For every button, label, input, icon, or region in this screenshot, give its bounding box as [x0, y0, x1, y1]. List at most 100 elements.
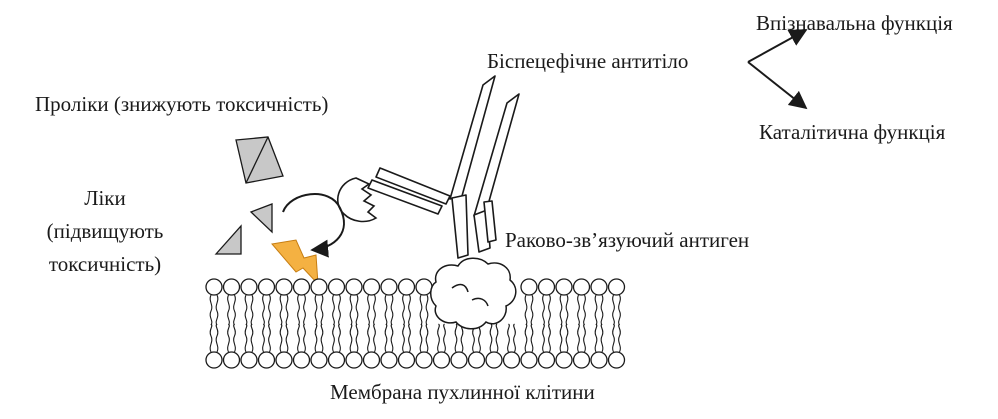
function-arrows — [748, 30, 806, 108]
lipid-head — [364, 279, 380, 295]
lipid-tail — [298, 295, 306, 325]
drug-triangle — [216, 226, 241, 254]
lipid-tail — [263, 295, 271, 325]
lipid-head — [206, 352, 222, 368]
lipid-tail — [350, 324, 358, 352]
lipid-head — [521, 279, 537, 295]
lipid-head — [609, 352, 625, 368]
lipid-tail — [385, 295, 393, 325]
lipid-tail — [595, 324, 603, 352]
lipid-head — [469, 352, 485, 368]
lipid-head — [609, 279, 625, 295]
lipid-tail — [280, 324, 288, 352]
lipid-tail — [280, 295, 288, 325]
lipid-tail — [298, 324, 306, 352]
lipid-head — [276, 279, 292, 295]
lipid-head — [591, 352, 607, 368]
lipid-head — [574, 279, 590, 295]
lipid-tail — [595, 295, 603, 325]
lipid-head — [399, 352, 415, 368]
lipid-tail — [403, 324, 411, 352]
lipid-tail — [385, 324, 393, 352]
lipid-tail — [333, 324, 341, 352]
lipid-tail — [263, 324, 271, 352]
lipid-head — [276, 352, 292, 368]
cell-membrane — [206, 279, 625, 368]
lipid-head — [241, 279, 257, 295]
lipid-tail — [525, 324, 533, 352]
prodrug-triangle — [251, 204, 272, 232]
antibody-stem-left — [452, 195, 468, 258]
lipid-tail — [403, 295, 411, 325]
lipid-head — [241, 352, 257, 368]
lipid-head — [364, 352, 380, 368]
lipid-tail — [560, 324, 568, 352]
lipid-tail — [560, 295, 568, 325]
lipid-tail — [210, 324, 218, 352]
drugs-label-line2: (підвищують — [20, 219, 190, 244]
lipid-tail — [578, 324, 586, 352]
lipid-head — [451, 352, 467, 368]
lipid-tail — [508, 324, 516, 352]
lipid-tail — [455, 324, 463, 352]
lipid-head — [504, 352, 520, 368]
lipid-head — [346, 279, 362, 295]
lipid-tail — [613, 295, 621, 325]
lipid-tail — [333, 295, 341, 325]
lipid-head — [416, 352, 432, 368]
tumor-antigen — [431, 258, 516, 329]
lightning-bolt-icon — [272, 240, 318, 284]
lipid-head — [416, 279, 432, 295]
lipid-tail — [578, 295, 586, 325]
lipid-head — [399, 279, 415, 295]
drugs-label-line1: Ліки — [40, 186, 170, 211]
lipid-head — [434, 352, 450, 368]
catalytic-function-label: Каталітична функція — [759, 120, 945, 145]
lipid-tail — [315, 295, 323, 325]
lipid-head — [329, 279, 345, 295]
lipid-head — [539, 352, 555, 368]
lipid-tail — [228, 295, 236, 325]
lipid-head — [346, 352, 362, 368]
lipid-tail — [420, 295, 428, 325]
lipid-head — [294, 352, 310, 368]
prodrugs-label: Проліки (знижують токсичність) — [35, 92, 328, 117]
lipid-head — [574, 352, 590, 368]
prodrug-molecules — [216, 137, 283, 254]
lipid-head — [521, 352, 537, 368]
lipid-head — [259, 352, 275, 368]
lipid-tail — [420, 324, 428, 352]
lipid-head — [329, 352, 345, 368]
lipid-head — [311, 279, 327, 295]
lipid-head — [206, 279, 222, 295]
lipid-head — [381, 279, 397, 295]
lipid-head — [259, 279, 275, 295]
lipid-tail — [490, 324, 498, 352]
lipid-head — [539, 279, 555, 295]
arrow-to-catalytic — [748, 62, 806, 108]
lipid-tail — [368, 324, 376, 352]
lipid-tail — [543, 295, 551, 325]
lipid-tail — [368, 295, 376, 325]
lipid-head — [311, 352, 327, 368]
lipid-tail — [613, 324, 621, 352]
lipid-tail — [315, 324, 323, 352]
tumor-membrane-label: Мембрана пухлинної клітини — [330, 380, 595, 405]
lipid-head — [224, 352, 240, 368]
lipid-tail — [228, 324, 236, 352]
lipid-head — [556, 352, 572, 368]
lipid-tail — [438, 324, 446, 352]
lipid-tail — [245, 324, 253, 352]
lipid-head — [381, 352, 397, 368]
lipid-tail — [525, 295, 533, 325]
lipid-tail — [210, 295, 218, 325]
lipid-head — [556, 279, 572, 295]
drugs-label-line3: токсичність) — [20, 252, 190, 277]
bispecific-antibody-label: Біспецефічне антитіло — [487, 49, 688, 74]
prodrug-diamond — [236, 137, 283, 183]
lipid-head — [591, 279, 607, 295]
bispecific-antibody — [368, 76, 519, 258]
recognition-function-label: Впізнавальна функція — [756, 11, 953, 36]
lipid-tail — [350, 295, 358, 325]
